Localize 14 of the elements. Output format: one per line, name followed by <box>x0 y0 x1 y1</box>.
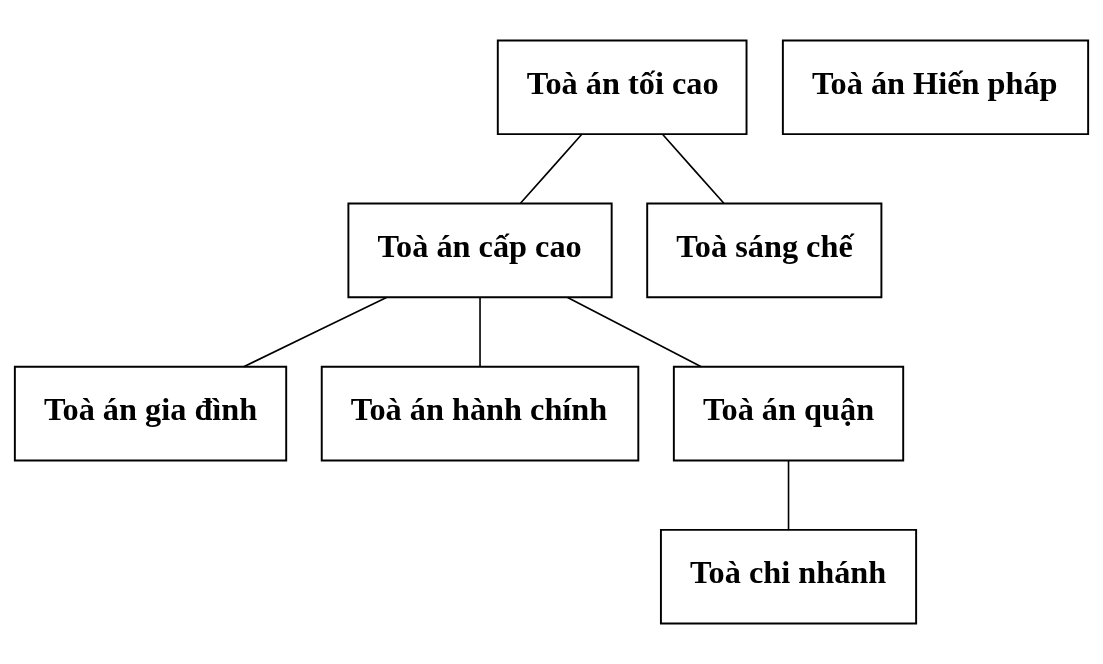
node-box: Toà án tối cao <box>496 39 748 136</box>
node-box: Toà án cấp cao <box>347 202 613 299</box>
connector <box>479 296 481 368</box>
connector <box>519 133 583 205</box>
node-box: Toà án hành chính <box>320 365 640 462</box>
connector <box>661 133 725 205</box>
connector <box>242 296 388 368</box>
node-box: Toà án Hiến pháp <box>781 39 1090 136</box>
node-box: Toà án gia đình <box>13 365 288 462</box>
node-box: Toà án quận <box>672 365 905 462</box>
node-box: Toà sáng chế <box>646 202 883 299</box>
connector <box>566 296 703 368</box>
connector <box>787 459 790 531</box>
node-box: Toà chi nhánh <box>659 528 918 625</box>
